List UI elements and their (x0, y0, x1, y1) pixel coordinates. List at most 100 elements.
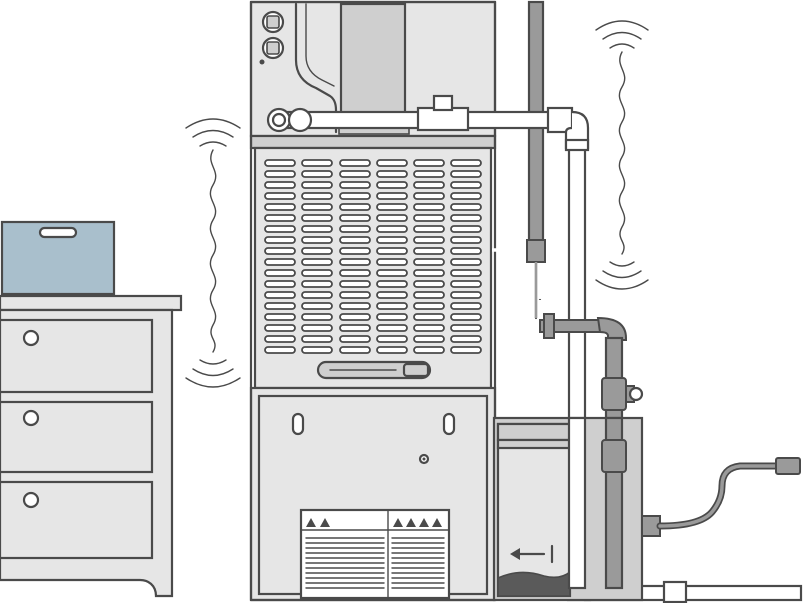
louver-slot (339, 302, 371, 310)
louver-slot (413, 192, 445, 200)
furnace (249, 0, 497, 602)
louver-slot (339, 192, 371, 200)
cabinet-top (0, 294, 183, 312)
louver-slot (301, 225, 333, 233)
louver-slot (413, 324, 445, 332)
pipes (266, 0, 803, 603)
louver-slot (450, 225, 482, 233)
louver-slot (376, 214, 408, 222)
louver-slot (339, 269, 371, 277)
louver-slot (339, 258, 371, 266)
louver-slot (450, 313, 482, 321)
warning-label (299, 508, 451, 600)
louver-slot (339, 203, 371, 211)
louver-slot (376, 335, 408, 343)
louver-slot (339, 159, 371, 167)
louver-slot (450, 280, 482, 288)
louver-slot (301, 203, 333, 211)
louver-slot (450, 159, 482, 167)
ball-valve[interactable] (601, 377, 644, 411)
louver-slot (301, 291, 333, 299)
louver-slot (339, 225, 371, 233)
cabinet (0, 294, 183, 598)
louver-slot (264, 159, 296, 167)
louver-slot (413, 247, 445, 255)
vibration-waves-icon (595, 20, 649, 290)
drawer-knob-icon (22, 329, 40, 347)
vibration-waves-icon (185, 118, 241, 388)
louver-slot (450, 192, 482, 200)
louver-slot (376, 280, 408, 288)
cabinet-drawer-2[interactable] (0, 400, 154, 474)
louver-slot (413, 302, 445, 310)
flow-arrow-left-icon (510, 544, 554, 564)
louver-slot (413, 258, 445, 266)
louver-slot (376, 203, 408, 211)
louver-slot (413, 313, 445, 321)
louver-slot (413, 159, 445, 167)
louver-slot (450, 335, 482, 343)
louver-slot (339, 236, 371, 244)
furnace-band (249, 134, 497, 150)
condensate-pump (492, 416, 644, 602)
louver-slot (301, 247, 333, 255)
louver-slot (301, 214, 333, 222)
hose (641, 457, 801, 537)
louver-slot (301, 335, 333, 343)
louver-slot (450, 214, 482, 222)
louver-slot (339, 280, 371, 288)
louver-slot (450, 181, 482, 189)
louver-slot (413, 236, 445, 244)
blue-box (0, 220, 116, 296)
louver-slot (339, 247, 371, 255)
louver-slot (339, 214, 371, 222)
louver-slot (450, 170, 482, 178)
louver-slot (264, 313, 296, 321)
louver-slot (264, 236, 296, 244)
cabinet-drawer-3[interactable] (0, 480, 154, 560)
louver-slot (376, 302, 408, 310)
louver-slot (264, 181, 296, 189)
cabinet-drawer-1[interactable] (0, 318, 154, 394)
louver-slot (450, 291, 482, 299)
furnace-inducer (339, 2, 407, 134)
louver-slot (376, 192, 408, 200)
louver-slot (376, 181, 408, 189)
louver-slot (450, 324, 482, 332)
louver-slot (339, 181, 371, 189)
louver-slot (413, 346, 445, 354)
louver-slot (301, 236, 333, 244)
louver-slot (413, 280, 445, 288)
louver-slot (264, 269, 296, 277)
louver-slot (450, 346, 482, 354)
louver-slot (264, 335, 296, 343)
louver-slot (264, 225, 296, 233)
louver-slot (264, 170, 296, 178)
louver-slot (413, 203, 445, 211)
louver-slot (339, 313, 371, 321)
louver-slot (301, 324, 333, 332)
louver-slot (450, 247, 482, 255)
louver-slot (376, 236, 408, 244)
louver-slot (450, 302, 482, 310)
louver-slot (264, 258, 296, 266)
louver-slot (413, 214, 445, 222)
louver-slot (301, 269, 333, 277)
louver-slot (264, 214, 296, 222)
louver-slot (301, 313, 333, 321)
louver-slot (301, 346, 333, 354)
louver-slot (413, 335, 445, 343)
hose-connector (775, 457, 801, 475)
louver-slot (413, 181, 445, 189)
louver-slot (264, 302, 296, 310)
pump-reservoir (496, 422, 572, 598)
door-latch-icon[interactable] (442, 412, 456, 436)
louver-slot (301, 159, 333, 167)
louver-slot (450, 236, 482, 244)
door-latch-icon[interactable] (291, 412, 305, 436)
pipe-tee-fitting (416, 106, 470, 132)
drawer-knob-icon (22, 491, 40, 509)
louver-slot (376, 247, 408, 255)
